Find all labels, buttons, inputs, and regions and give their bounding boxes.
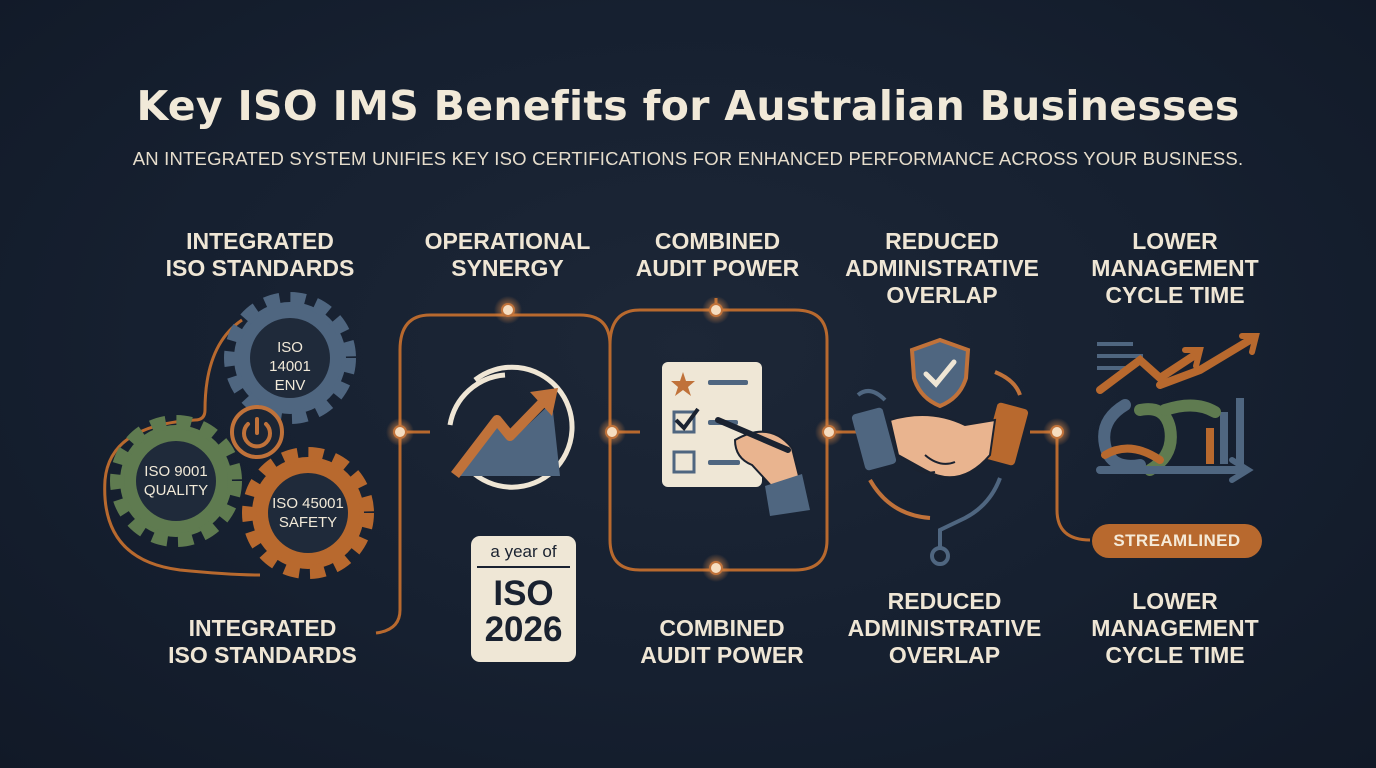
gear-icon-env: [224, 292, 356, 424]
bar-chart-icon: [1097, 342, 1244, 464]
gear-icon-safety: [242, 447, 374, 579]
gear-env-label: ISO 14001 ENV: [269, 339, 311, 394]
step-5-top-label: LOWER MANAGEMENT CYCLE TIME: [1091, 228, 1259, 308]
handshake-icon: [851, 370, 1029, 566]
power-icon: [230, 405, 284, 459]
calendar-divider: [477, 566, 570, 568]
calendar-main-text: ISO 2026: [484, 574, 563, 649]
shield-check-icon: [909, 337, 971, 409]
step-1-top-label: INTEGRATED ISO STANDARDS: [165, 228, 355, 281]
connector-nodes: [386, 296, 1071, 582]
gear-icon-quality: [110, 415, 242, 547]
gear-safety-label: ISO 45001 SAFETY: [272, 495, 344, 531]
step-4-top-label: REDUCED ADMINISTRATIVE OVERLAP: [845, 228, 1039, 308]
checklist-icon: [662, 362, 762, 487]
trend-arrow-icon: [447, 364, 575, 490]
calendar-top-text: a year of: [490, 542, 557, 561]
step-3-bottom-label: COMBINED AUDIT POWER: [640, 615, 804, 668]
step-5-bottom-label: LOWER MANAGEMENT CYCLE TIME: [1091, 588, 1259, 668]
page-title: Key ISO IMS Benefits for Australian Busi…: [136, 82, 1240, 130]
step-3-top-label: COMBINED AUDIT POWER: [635, 228, 800, 281]
pen-hand-icon: [715, 417, 810, 516]
streamlined-badge: STREAMLINED: [1092, 524, 1262, 558]
step-1-bottom-label: INTEGRATED ISO STANDARDS: [168, 615, 357, 668]
cycle-arrows-icon: [1096, 333, 1260, 483]
calendar-card: a year of ISO 2026: [471, 536, 576, 662]
gear-quality-label: ISO 9001 QUALITY: [143, 463, 209, 499]
page-subtitle: AN INTEGRATED SYSTEM UNIFIES KEY ISO CER…: [132, 148, 1244, 169]
step-4-bottom-label: REDUCED ADMINISTRATIVE OVERLAP: [847, 588, 1042, 668]
step-2-top-label: OPERATIONAL SYNERGY: [424, 228, 591, 281]
